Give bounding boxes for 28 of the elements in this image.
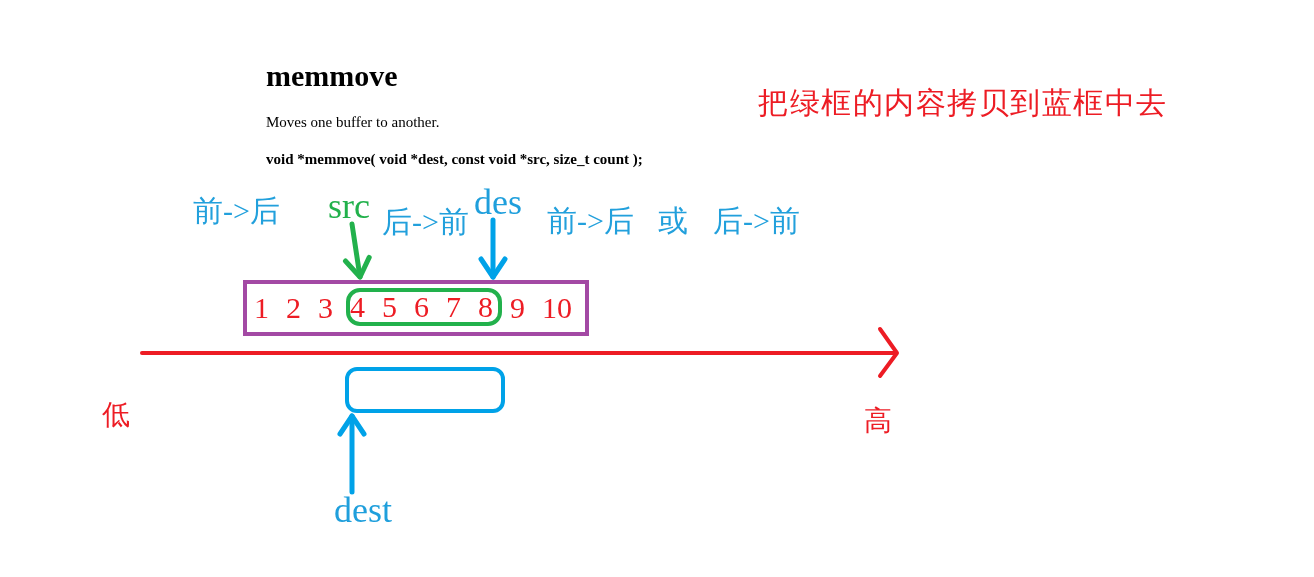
array-element: 4 — [350, 293, 365, 321]
axis-label: 高 — [864, 404, 892, 438]
array-element: 8 — [478, 293, 493, 321]
array-element: 6 — [414, 293, 429, 321]
array-element: 1 — [254, 294, 269, 322]
pointer-label: src — [328, 188, 370, 224]
target-box — [345, 367, 505, 413]
direction-note: 前->后 或 后->前 — [547, 203, 800, 239]
description: Moves one buffer to another. — [266, 113, 440, 131]
instruction-note: 把绿框的内容拷贝到蓝框中去 — [758, 85, 1168, 121]
direction-note: 前->后 — [193, 193, 280, 229]
array-element: 9 — [510, 294, 525, 322]
pointer-label: des — [474, 184, 522, 220]
array-element: 3 — [318, 294, 333, 322]
function-signature: void *memmove( void *dest, const void *src, size_t count ); — [266, 150, 643, 168]
pointer-arrow — [342, 221, 372, 280]
array-element: 10 — [542, 294, 572, 322]
array-element: 5 — [382, 293, 397, 321]
array-box — [243, 280, 589, 336]
pointer-label: dest — [334, 492, 392, 528]
axis-label: 低 — [102, 398, 130, 432]
array-element: 2 — [286, 294, 301, 322]
pointer-arrow — [337, 413, 367, 495]
direction-note: 后->前 — [382, 204, 469, 240]
selection-box — [346, 288, 502, 326]
array-element: 7 — [446, 293, 461, 321]
pointer-arrow — [478, 217, 508, 280]
heading: memmove — [266, 58, 398, 94]
